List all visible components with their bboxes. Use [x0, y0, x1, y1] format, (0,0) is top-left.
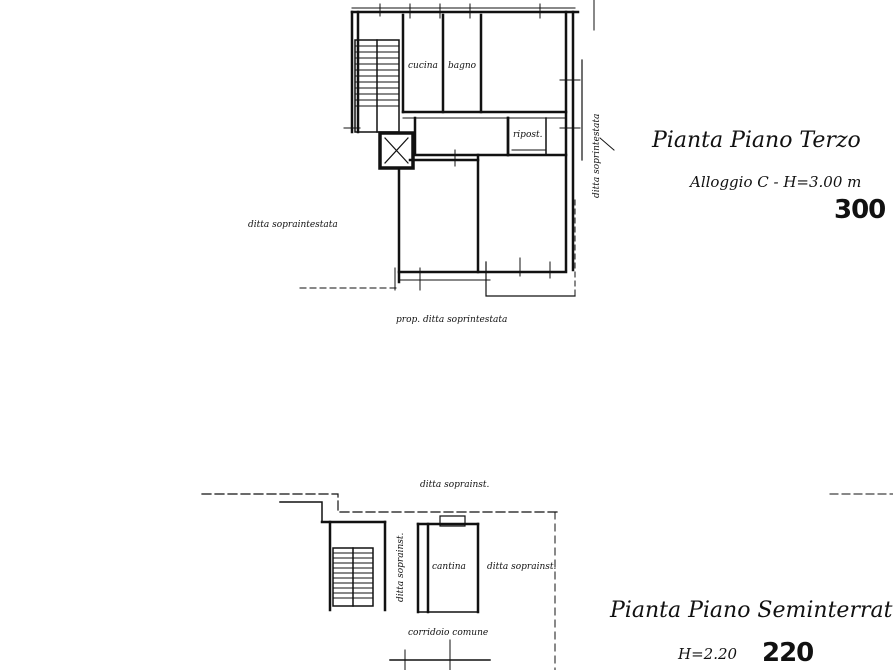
lower-corridor-label: corridoio comune [408, 628, 489, 638]
lower-staircase [332, 547, 374, 607]
upper-left-neighbour-label: ditta sopraintestata [248, 220, 338, 230]
upper-plan-title: Pianta Piano Terzo [652, 128, 861, 153]
upper-plan-height-number: 300 [834, 195, 886, 225]
upper-plan-subtitle: Alloggio C - H=3.00 m [690, 173, 862, 191]
lower-top-neighbour-label: ditta soprainst. [420, 480, 490, 490]
lower-plan-subtitle: H=2.20 [678, 645, 738, 663]
lower-right-neighbour-label: ditta soprainst. [487, 562, 557, 572]
room-label-bagno: bagno [448, 61, 477, 71]
room-label-cantina: cantina [432, 562, 466, 572]
room-label-ripostiglio: ripost. [513, 130, 543, 140]
lower-left-neighbour-label: ditta soprainst. [396, 532, 406, 602]
upper-bottom-neighbour-label: prop. ditta soprintestata [396, 315, 508, 325]
lower-floor-plan [201, 493, 893, 670]
lower-plan-height-number: 220 [762, 638, 814, 668]
upper-right-neighbour-label: ditta soprintestata [592, 113, 602, 198]
upper-staircase [354, 39, 400, 133]
upper-floor-plan [299, 0, 615, 297]
lift-shaft [378, 131, 415, 170]
room-label-cucina: cucina [408, 61, 438, 71]
lower-plan-title: Pianta Piano Seminterrato [610, 598, 893, 623]
